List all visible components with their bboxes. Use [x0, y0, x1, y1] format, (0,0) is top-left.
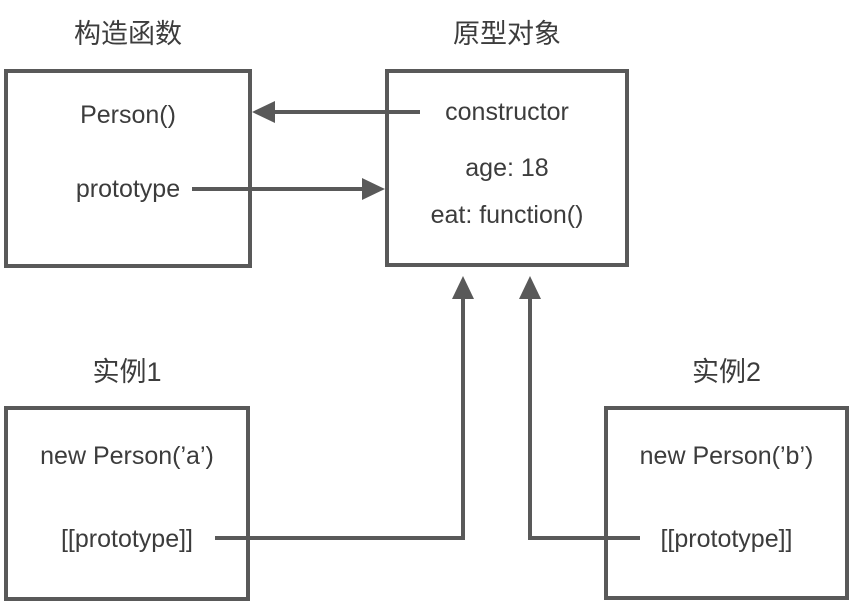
arrowhead-up-icon [519, 276, 541, 299]
instance2-label: 实例2 [691, 357, 762, 387]
prototype-property-text: prototype [75, 175, 181, 203]
instance2-connector-vertical [528, 299, 532, 540]
prototype-arrow-shaft [192, 187, 362, 191]
instance1-label: 实例1 [92, 357, 162, 387]
instance2-prototype-text: [[prototype]] [660, 525, 793, 553]
arrowhead-up-icon [452, 276, 474, 299]
constructor-function-label: 构造函数 [74, 19, 182, 49]
eat-property-text: eat: function() [430, 201, 584, 229]
instance1-connector-horizontal [215, 536, 465, 540]
constructor-function-box: Person() prototype [4, 69, 252, 268]
prototype-object-box: constructor age: 18 eat: function() [385, 69, 629, 267]
instance2-box: new Person(’b’) [[prototype]] [604, 406, 849, 600]
instance2-connector-horizontal [528, 536, 640, 540]
instance1-connector-vertical [461, 299, 465, 540]
instance1-box: new Person(’a’) [[prototype]] [4, 406, 250, 601]
person-function-text: Person() [80, 101, 176, 129]
age-property-text: age: 18 [465, 154, 549, 182]
new-person-b-text: new Person(’b’) [639, 442, 814, 470]
arrowhead-left-icon [252, 101, 275, 123]
instance1-prototype-text: [[prototype]] [60, 525, 194, 553]
arrowhead-right-icon [362, 178, 385, 200]
new-person-a-text: new Person(’a’) [40, 442, 214, 470]
constructor-arrow-shaft [274, 110, 420, 114]
constructor-property-text: constructor [445, 98, 569, 126]
prototype-object-label: 原型对象 [453, 19, 561, 49]
